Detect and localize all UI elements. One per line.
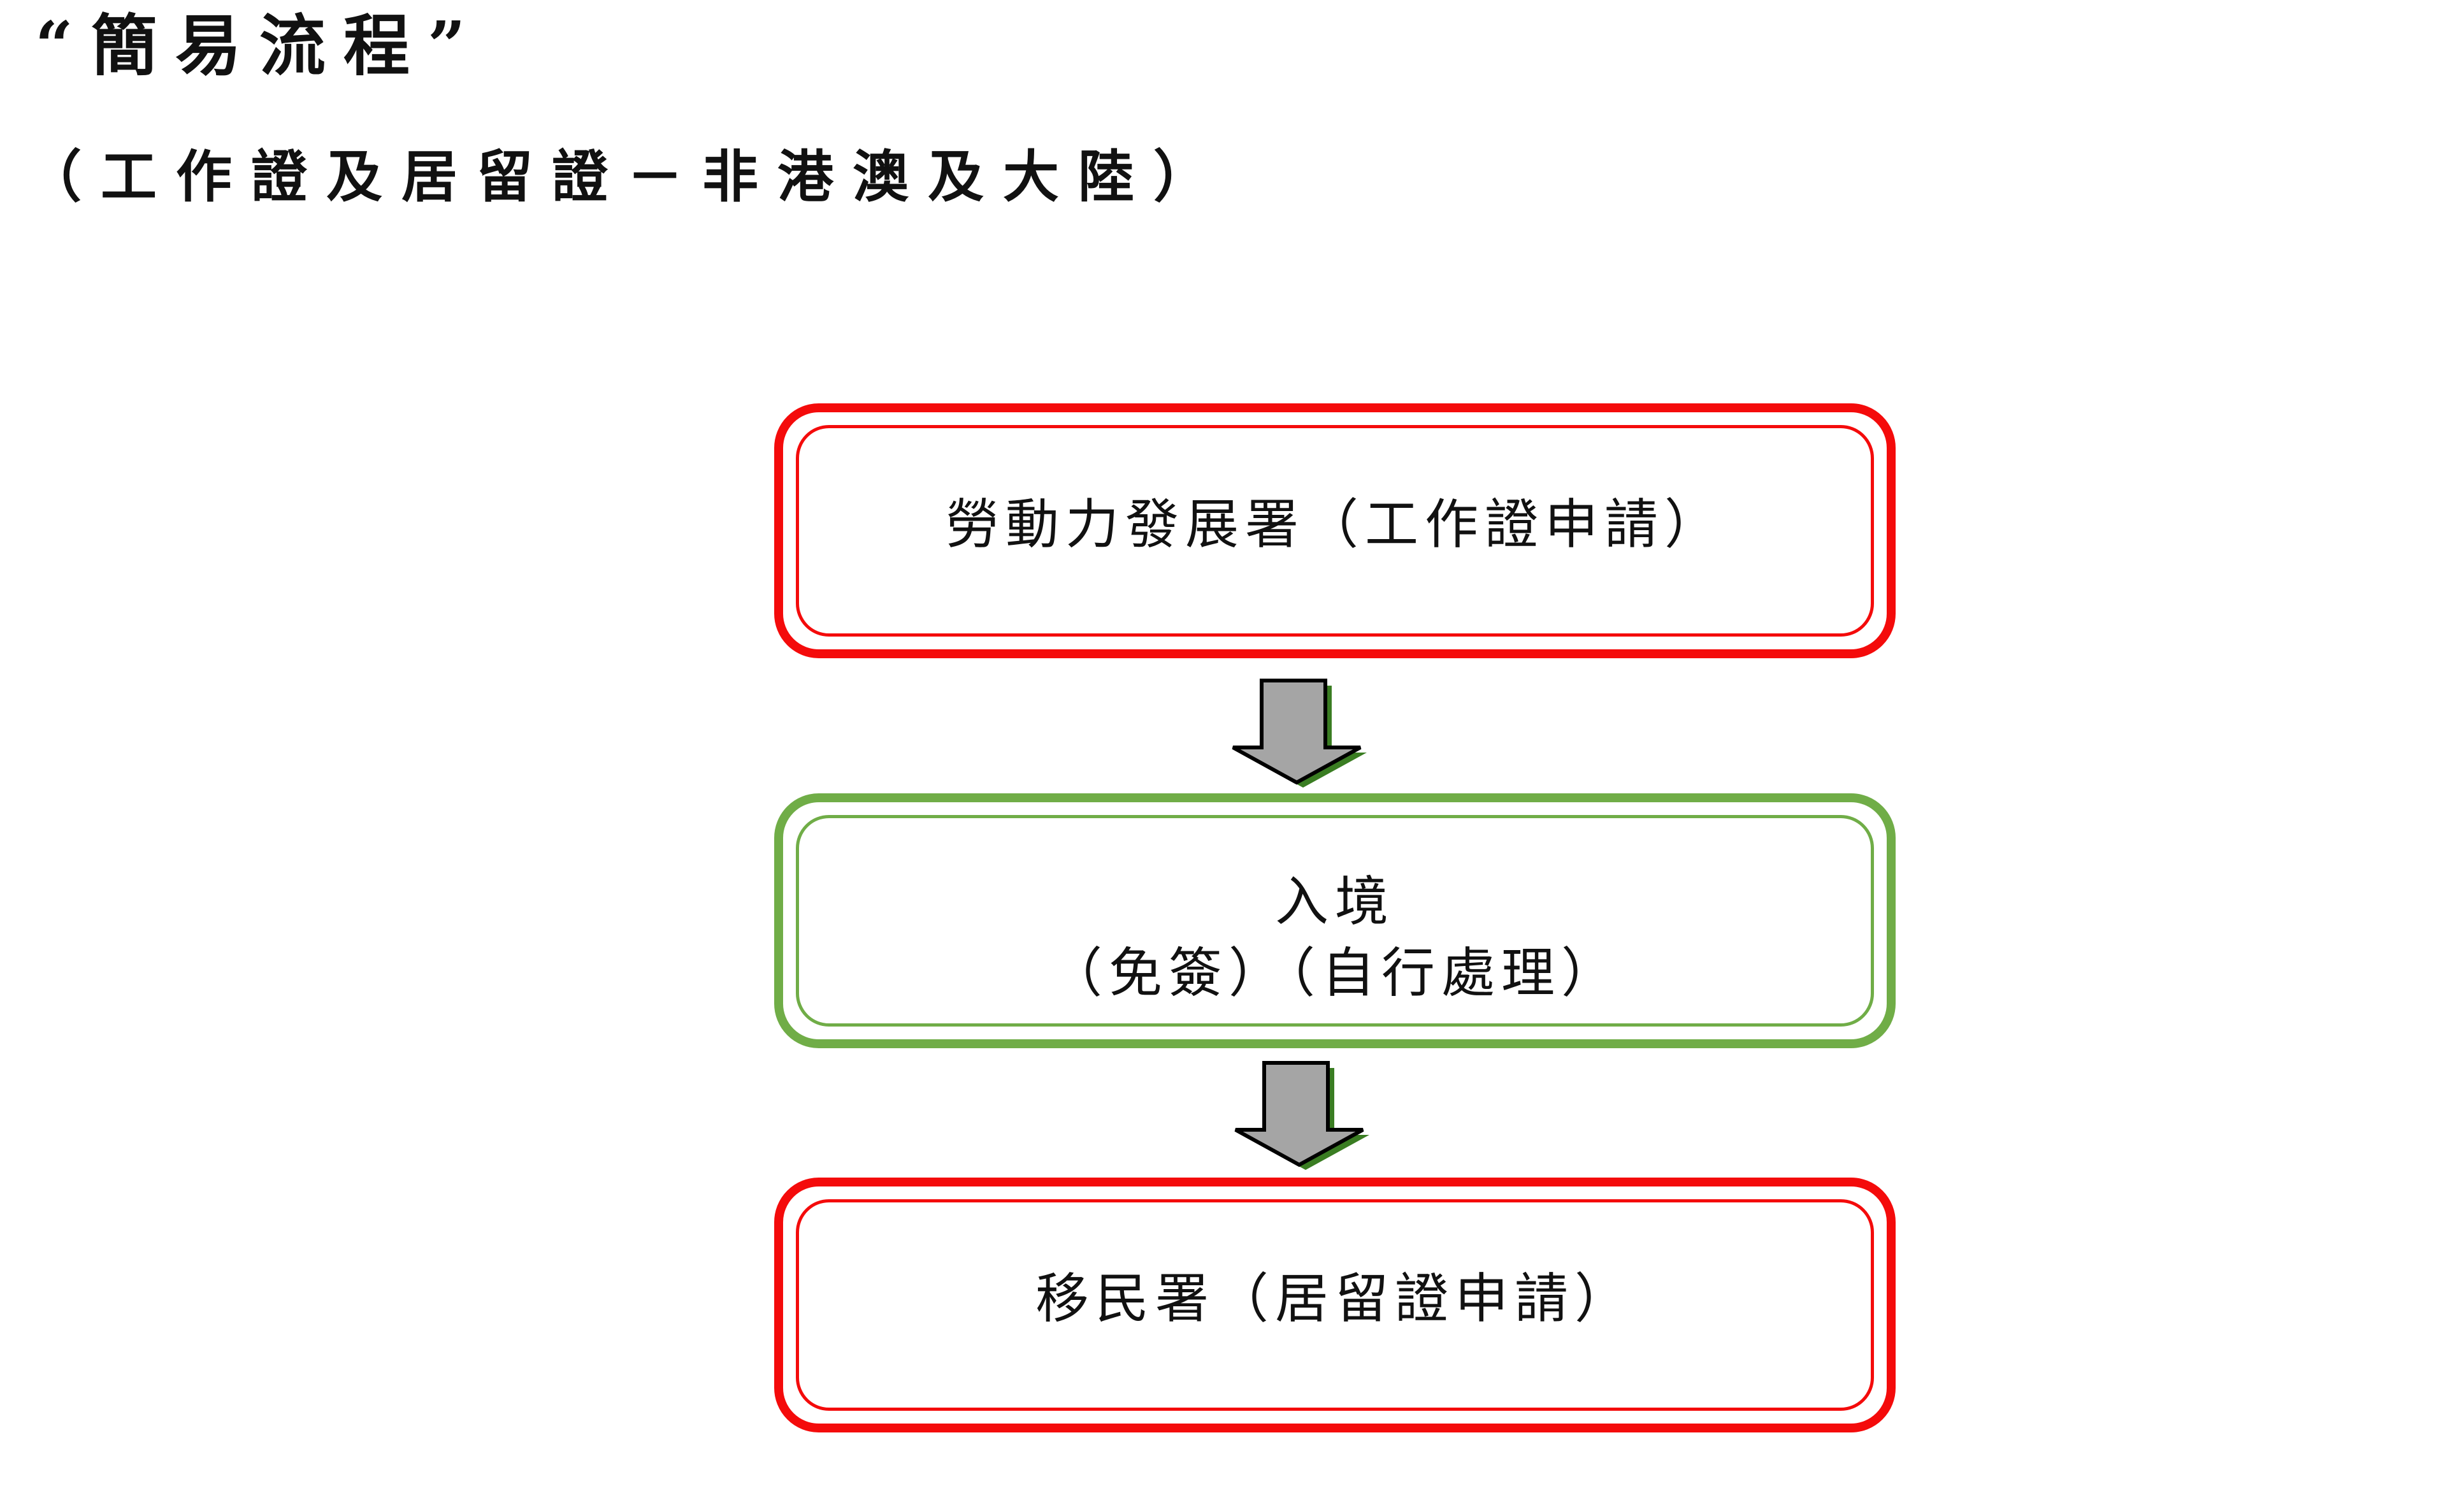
flow-step-label: 入境: [1274, 870, 1395, 933]
flow-step-inner-border: 入境 （免簽）（自行處理）: [796, 815, 1874, 1027]
flow-step-work-permit: 勞動力發展署（工作證申請）: [774, 403, 1896, 658]
page-title: “簡易流程”: [35, 6, 484, 85]
flow-step-residence-permit: 移民署（居留證申請）: [774, 1178, 1896, 1432]
down-arrow-icon: [1234, 1061, 1369, 1170]
flow-step-entry: 入境 （免簽）（自行處理）: [774, 793, 1896, 1048]
down-arrow-icon: [1232, 679, 1367, 788]
page-subtitle: （工作證及居留證－非港澳及大陸）: [25, 143, 1229, 210]
flow-step-sublabel: （免簽）（自行處理）: [1048, 942, 1621, 1004]
flow-step-inner-border: 移民署（居留證申請）: [796, 1199, 1874, 1411]
flow-step-label: 移民署（居留證申請）: [1035, 1267, 1634, 1330]
arrow-shape: [1232, 679, 1367, 788]
flow-step-label: 勞動力發展署（工作證申請）: [945, 493, 1724, 556]
arrow-shape: [1234, 1061, 1369, 1170]
flow-step-inner-border: 勞動力發展署（工作證申請）: [796, 425, 1874, 637]
